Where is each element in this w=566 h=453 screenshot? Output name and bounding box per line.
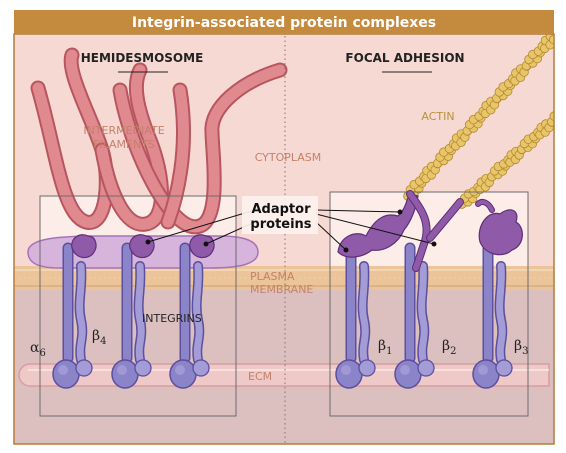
actin-label: ACTIN <box>421 110 454 123</box>
beta3-label: β3 <box>514 338 528 357</box>
cytoplasm-label: CYTOPLASM <box>255 151 322 164</box>
intermediate-filaments-label-line1: INTERMEDIATE <box>83 124 164 137</box>
beta1-label: β1 <box>378 338 392 357</box>
right-highlight-box <box>329 191 529 417</box>
plasma-membrane-label-line2: MEMBRANE <box>250 283 313 296</box>
adaptor-proteins-label-line2: proteins <box>250 217 311 232</box>
intermediate-filaments-label-line2: FILAMENTS <box>93 138 155 151</box>
intermediate-filaments <box>30 47 288 235</box>
adaptor-label-backdrop <box>242 196 318 234</box>
adaptor-proteins-hemidesmosome <box>71 234 215 259</box>
beta4-label: β4 <box>92 328 106 347</box>
actin-filaments <box>403 34 554 209</box>
adaptor-proteins-label-line1: Adaptor <box>251 202 311 217</box>
plasma-membrane-label-line1: PLASMA <box>250 270 295 283</box>
actin-bead <box>553 117 554 123</box>
hemidesmosome-heading: HEMIDESMOSOME <box>81 51 204 65</box>
beta2-label: β2 <box>442 338 456 357</box>
integrins-label: INTEGRINS <box>142 312 202 325</box>
ecm-fiber <box>18 363 550 387</box>
alpha6-label: α6 <box>30 340 46 359</box>
adaptor-proteins-focal-adhesion <box>337 190 523 272</box>
figure-title: Integrin-associated protein complexes <box>132 15 436 31</box>
title-bar <box>14 10 554 34</box>
actin-bead <box>549 111 554 121</box>
left-highlight-box <box>39 195 237 417</box>
adaptor-blob <box>129 234 155 259</box>
adaptor-blob <box>71 234 97 259</box>
adaptor-blob <box>189 234 215 259</box>
focal-adhesion-heading: FOCAL ADHESION <box>345 51 464 65</box>
adaptor-callout-lines <box>145 209 437 253</box>
ecm-label: ECM <box>248 370 272 383</box>
